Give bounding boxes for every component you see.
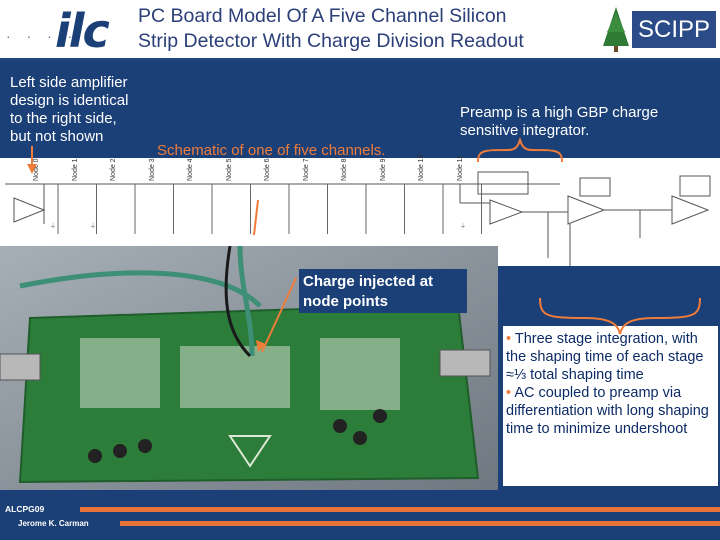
- charge-injection-callout: Charge injected at node points: [299, 269, 467, 313]
- pine-tree-icon: [603, 7, 629, 52]
- bullet-list: • Three stage integration, with the shap…: [503, 326, 718, 438]
- arrow-head: [27, 164, 37, 174]
- header-banner: · · · · ilc PC Board Model Of A Five Cha…: [0, 0, 720, 58]
- svg-text:⏚: ⏚: [460, 223, 466, 230]
- preamp-bracket: [477, 136, 563, 163]
- schematic-caption: Schematic of one of five channels.: [157, 142, 386, 159]
- left-amplifier-note: Left side amplifier design is identical …: [10, 74, 128, 146]
- svg-text:⏚: ⏚: [90, 223, 96, 230]
- schematic-drawing: ⏚ ⏚ ⏚: [5, 171, 711, 288]
- ilc-logo: ilc: [55, 4, 110, 58]
- header-divider: [0, 58, 720, 61]
- note-line: Preamp is a high GBP charge: [460, 104, 659, 121]
- footer-bar: [120, 521, 720, 526]
- bullet-item: • Three stage integration, with the shap…: [506, 330, 718, 384]
- footer-code: ALCPG09: [5, 504, 45, 514]
- note-line: design is identical: [10, 92, 129, 109]
- svg-text:⏚: ⏚: [50, 223, 56, 230]
- callout-line: Charge injected at: [303, 273, 434, 290]
- bullet-item: • AC coupled to preamp via differentiati…: [506, 384, 718, 438]
- scipp-logo: SCIPP: [632, 11, 716, 48]
- charge-arrow: [261, 277, 297, 353]
- bullet-panel: • Three stage integration, with the shap…: [503, 326, 718, 486]
- bullet-text: AC coupled to preamp via differentiation…: [506, 385, 709, 437]
- note-line: sensitive integrator.: [460, 122, 590, 139]
- node-arrow: [253, 199, 259, 236]
- stage-bracket: [539, 297, 701, 335]
- title-line-1: PC Board Model Of A Five Channel Silicon: [138, 5, 507, 27]
- note-line: to the right side,: [10, 110, 117, 127]
- callout-line: node points: [303, 293, 388, 310]
- arrow-head: [256, 340, 266, 352]
- footer-author: Jerome K. Carman: [18, 519, 89, 528]
- title-line-2: Strip Detector With Charge Division Read…: [138, 30, 524, 52]
- preamp-note: Preamp is a high GBP charge sensitive in…: [460, 104, 658, 140]
- decorative-dots: · · · ·: [6, 28, 79, 44]
- bullet-dot-icon: •: [506, 331, 512, 347]
- note-line: but not shown: [10, 128, 104, 145]
- bullet-dot-icon: •: [506, 385, 512, 401]
- note-line: Left side amplifier: [10, 74, 128, 91]
- pcb-illustration: [0, 245, 498, 490]
- bullet-text: Three stage integration, with the shapin…: [506, 331, 704, 383]
- footer-bar: [80, 507, 720, 512]
- pcb-photo: [0, 245, 498, 490]
- slide-title: PC Board Model Of A Five Channel Silicon…: [138, 4, 598, 54]
